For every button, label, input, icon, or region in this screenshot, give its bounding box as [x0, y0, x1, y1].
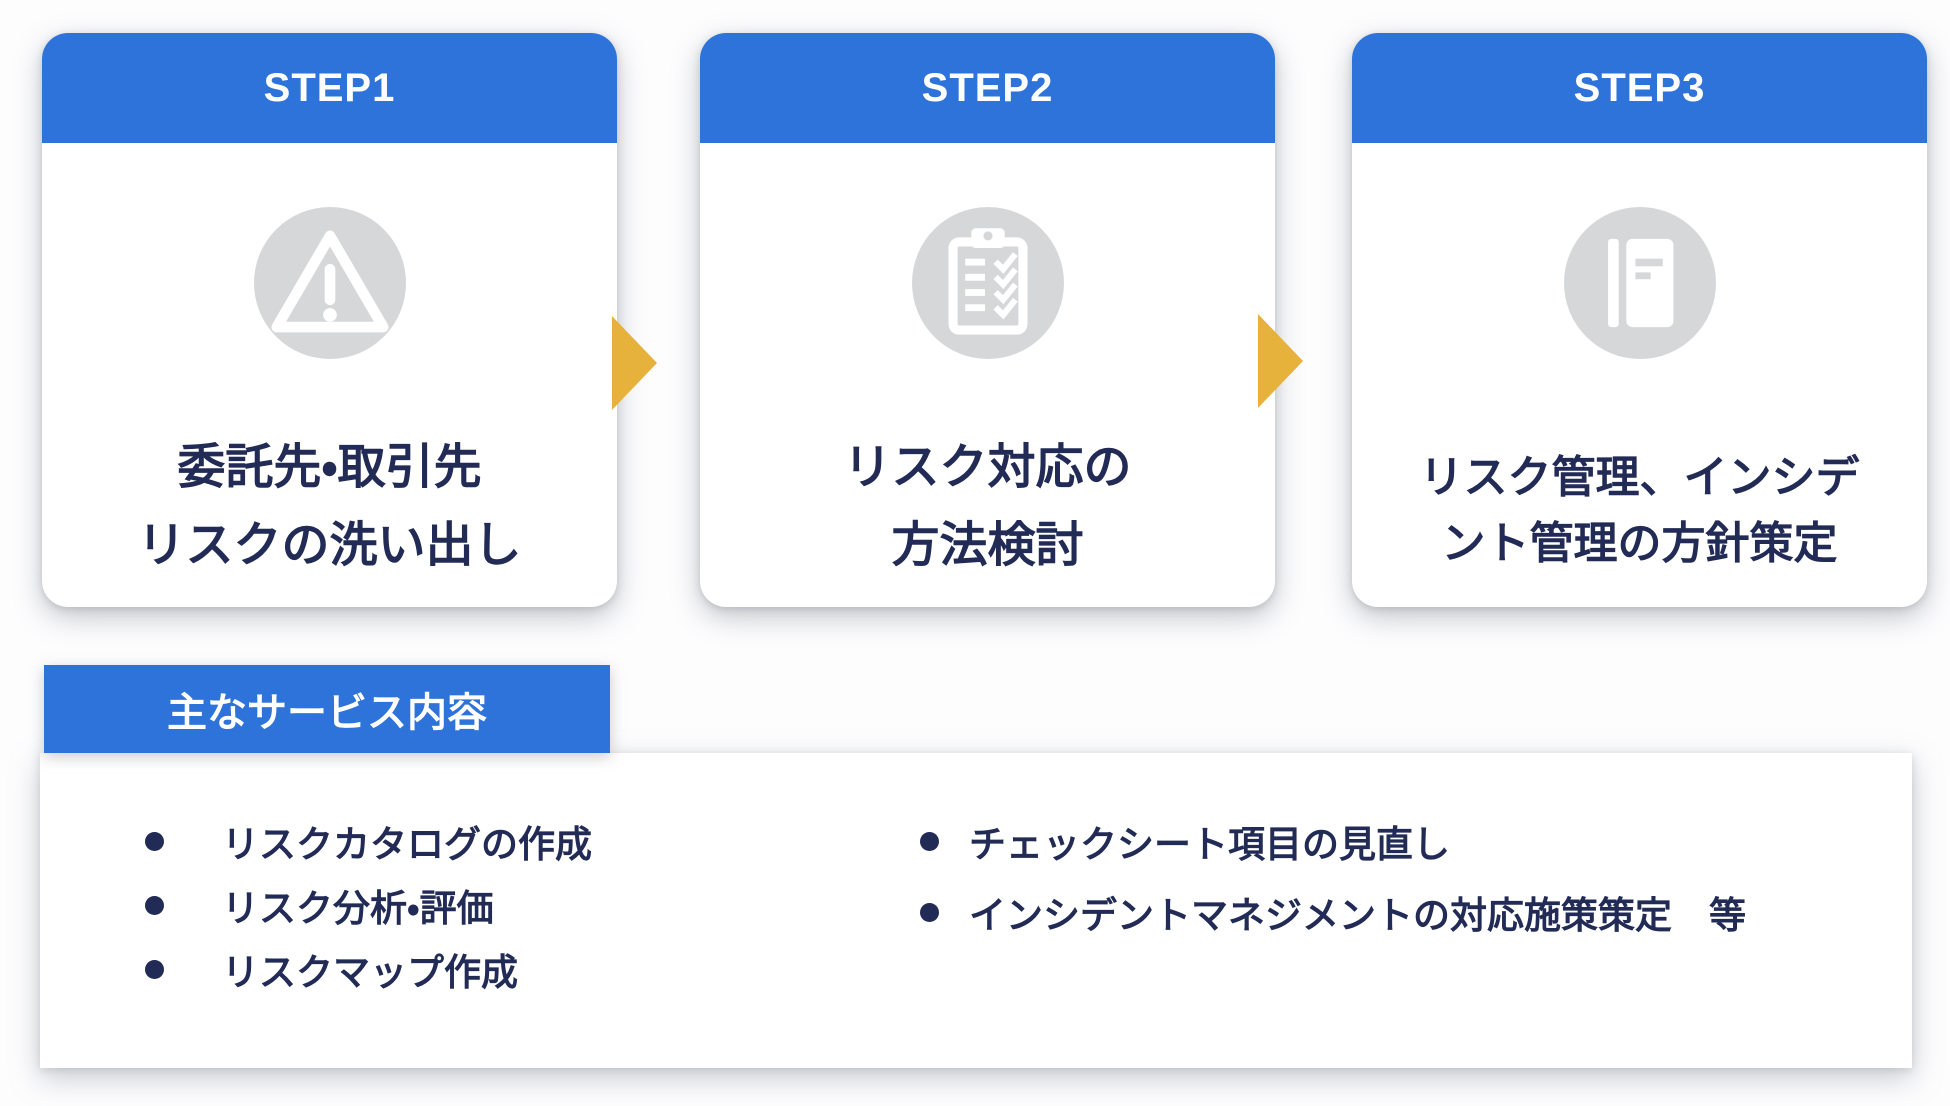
list-item: チェックシート項目の見直し [920, 822, 1746, 865]
notebook-icon [1607, 238, 1673, 328]
services-list-left: リスクカタログの作成 リスク分析・評価 リスクマップ作成 [145, 822, 592, 1014]
step1-title: 委託先・取引先 リスクの洗い出し [42, 429, 617, 585]
list-item: リスクマップ作成 [145, 950, 592, 993]
bullet-icon [145, 831, 164, 851]
step-card-2: STEP2 リスク対応の 方法検討 [700, 33, 1275, 607]
services-list-right: チェックシート項目の見直し インシデントマネジメントの対応施策策定 等 [920, 822, 1746, 964]
step1-icon-circle [253, 207, 406, 359]
list-item-label: リスクマップ作成 [222, 952, 518, 993]
list-item-label: リスクカタログの作成 [222, 824, 592, 865]
step3-title: リスク管理、インシデ ント管理の方針策定 [1352, 445, 1927, 577]
bullet-icon [145, 895, 164, 915]
list-item-label: インシデントマネジメントの対応施策策定 等 [969, 895, 1746, 936]
bullet-icon [920, 831, 939, 851]
services-panel [40, 753, 1912, 1068]
step3-icon-circle [1563, 207, 1716, 359]
step3-title-line1: リスク管理、インシデ [1419, 453, 1860, 502]
list-item-label: リスク分析・評価 [222, 888, 494, 929]
bullet-icon [145, 959, 164, 979]
bullet-icon [920, 902, 939, 922]
services-section-title: 主なサービス内容 [44, 665, 610, 753]
step3-header: STEP3 [1352, 33, 1927, 143]
list-item: インシデントマネジメントの対応施策策定 等 [920, 893, 1746, 936]
step1-header: STEP1 [42, 33, 617, 143]
list-item-label: チェックシート項目の見直し [969, 824, 1450, 865]
step2-title-line1: リスク対応の [843, 441, 1132, 494]
list-item: リスクカタログの作成 [145, 822, 592, 865]
step2-title: リスク対応の 方法検討 [700, 429, 1275, 585]
checklist-icon [947, 228, 1028, 335]
warning-icon [270, 230, 389, 333]
step-card-1: STEP1 委託先・取引先 リスクの洗い出し [42, 33, 617, 607]
step2-icon-circle [911, 207, 1064, 359]
step1-title-line1: 委託先・取引先 [177, 441, 482, 494]
arrow-right-icon [1258, 314, 1303, 408]
step-card-3: STEP3 リスク管理、インシデ ント管理の方針策定 [1352, 33, 1927, 607]
list-item: リスク分析・評価 [145, 886, 592, 929]
step2-header: STEP2 [700, 33, 1275, 143]
arrow-right-icon [612, 316, 657, 410]
step2-title-line2: 方法検討 [891, 519, 1084, 572]
step1-title-line2: リスクの洗い出し [137, 519, 522, 572]
step3-title-line2: ント管理の方針策定 [1441, 519, 1838, 568]
